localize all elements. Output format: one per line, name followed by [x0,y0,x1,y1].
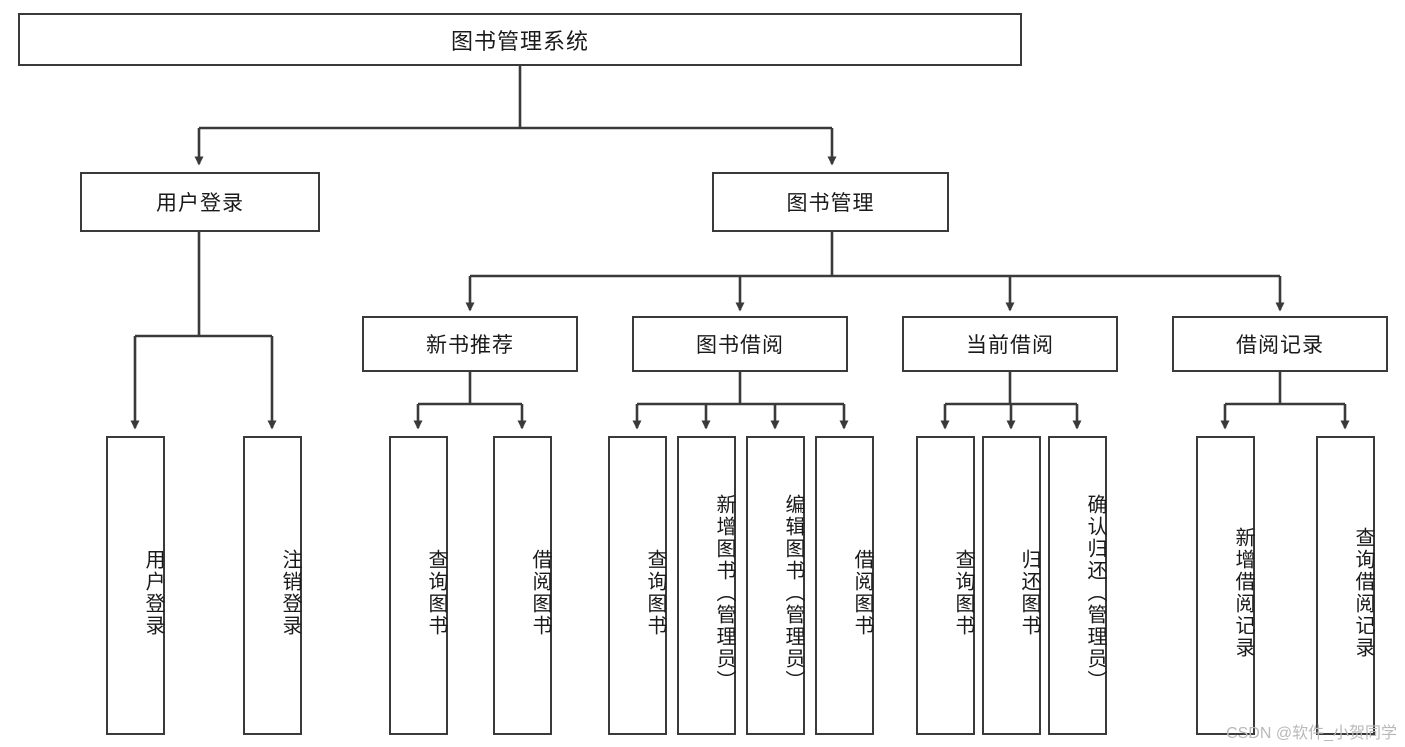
node-leaf-return-book-label: 归还图书 [1018,548,1040,637]
node-leaf-borrow-book-2-label: 借阅图书 [851,548,873,637]
node-leaf-query-book-2[interactable]: 查询图书 [608,436,667,735]
node-leaf-edit-book[interactable]: 编辑图书（管理员） [746,436,805,735]
node-leaf-query-book-3[interactable]: 查询图书 [916,436,975,735]
node-leaf-query-record-label: 查询借阅记录 [1352,526,1374,659]
node-root[interactable]: 图书管理系统 [18,13,1022,66]
node-new-book-rec[interactable]: 新书推荐 [362,316,578,372]
node-borrow-record[interactable]: 借阅记录 [1172,316,1388,372]
node-leaf-query-book-1-label: 查询图书 [425,548,447,637]
node-leaf-add-record[interactable]: 新增借阅记录 [1196,436,1255,735]
watermark: CSDN @软件_小贺同学 [1226,725,1397,742]
node-leaf-confirm-return[interactable]: 确认归还（管理员） [1048,436,1107,735]
node-leaf-user-login-label: 用户登录 [142,548,164,637]
node-user-login-label: 用户登录 [156,192,244,215]
node-book-manage[interactable]: 图书管理 [712,172,949,232]
node-book-borrow-label: 图书借阅 [696,334,784,357]
node-leaf-add-book[interactable]: 新增图书（管理员） [677,436,736,735]
node-new-book-rec-label: 新书推荐 [426,334,514,357]
node-leaf-logout-login[interactable]: 注销登录 [243,436,302,735]
node-leaf-confirm-return-label: 确认归还（管理员） [1084,493,1106,692]
node-leaf-logout-login-label: 注销登录 [279,548,301,637]
node-leaf-add-book-label: 新增图书（管理员） [713,493,735,692]
node-current-borrow-label: 当前借阅 [966,334,1054,357]
node-leaf-return-book[interactable]: 归还图书 [982,436,1041,735]
node-leaf-add-record-label: 新增借阅记录 [1232,526,1254,659]
node-current-borrow[interactable]: 当前借阅 [902,316,1118,372]
node-leaf-edit-book-label: 编辑图书（管理员） [782,493,804,692]
node-leaf-query-book-2-label: 查询图书 [644,548,666,637]
node-user-login[interactable]: 用户登录 [80,172,320,232]
node-leaf-query-book-1[interactable]: 查询图书 [389,436,448,735]
node-leaf-user-login[interactable]: 用户登录 [106,436,165,735]
node-book-manage-label: 图书管理 [786,192,875,215]
node-leaf-borrow-book-1-label: 借阅图书 [529,548,551,637]
node-leaf-query-book-3-label: 查询图书 [952,548,974,637]
node-leaf-borrow-book-2[interactable]: 借阅图书 [815,436,874,735]
node-leaf-query-record[interactable]: 查询借阅记录 [1316,436,1375,735]
node-book-borrow[interactable]: 图书借阅 [632,316,848,372]
node-borrow-record-label: 借阅记录 [1236,334,1324,357]
node-root-label: 图书管理系统 [450,28,589,54]
node-leaf-borrow-book-1[interactable]: 借阅图书 [493,436,552,735]
